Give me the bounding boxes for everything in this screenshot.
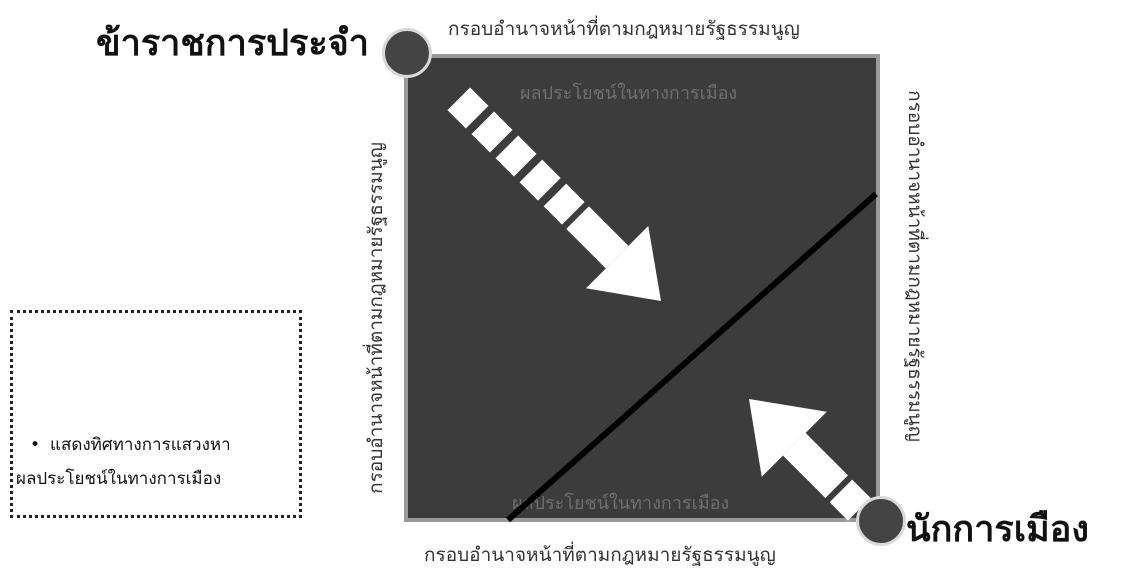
bureaucrat-arrow-dash-3 [495,135,537,177]
legend-line-1: แสดงทิศทางการแสวงหา [50,435,231,455]
politician-arrow-head [748,398,827,477]
politician-arrow-dash-2 [829,479,871,521]
bureaucrat-title: ข้าราชการประจำ [96,23,369,64]
legend-bullet: • [30,435,41,455]
bureaucrat-arrow [447,87,661,301]
bureaucrat-arrow-dash-4 [519,159,561,201]
bureaucrat-arrow-head [586,226,661,301]
inner-top-label: ผลประโยชน์ในทางการเมือง [520,83,738,104]
bureaucrat-marker-circle [382,28,432,78]
divider-line [506,191,878,523]
legend-line-2: ผลประโยชน์ในทางการเมือง [16,469,222,489]
inner-bottom-label: ผลประโยชน์ในทางการเมือง [512,493,730,514]
bottom-frame-caption: กรอบอำนาจหน้าที่ตามกฎหมายรัฐธรรมนูญ [424,544,776,566]
bureaucrat-arrow-dash-5 [543,183,585,225]
bureaucrat-arrow-body [566,206,629,269]
top-frame-caption: กรอบอำนาจหน้าที่ตามกฎหมายรัฐธรรมนูญ [448,18,800,40]
politician-title: นักการเมือง [906,509,1089,550]
legend-text: • แสดงทิศทางการแสวงหา ผลประโยชน์ในทางการเ… [16,428,306,496]
legend-box [10,310,302,518]
politician-arrow-body [782,432,848,498]
bureaucrat-arrow-dash-1 [447,87,489,129]
politician-marker-circle [856,496,906,546]
bureaucrat-arrow-dash-2 [471,111,513,153]
